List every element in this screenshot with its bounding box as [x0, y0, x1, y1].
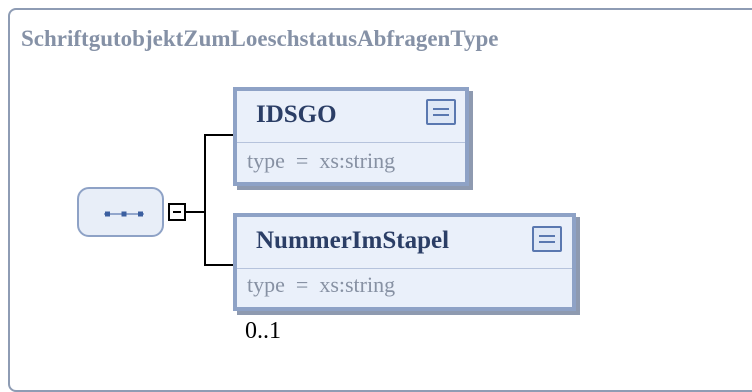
- cardinality-label: 0..1: [245, 318, 281, 344]
- type-label: type: [247, 272, 285, 297]
- element-type: type = xs:string: [247, 272, 395, 298]
- element-idsgo[interactable]: IDSGO type = xs:string: [233, 87, 473, 190]
- element-name: NummerImStapel: [256, 227, 450, 254]
- collapse-minus-icon[interactable]: [168, 203, 186, 221]
- connector-lines: [186, 134, 235, 266]
- documentation-icon[interactable]: [426, 99, 456, 125]
- type-value: xs:string: [319, 272, 396, 297]
- element-nummerimstapel[interactable]: NummerImStapel type = xs:string: [233, 213, 580, 315]
- type-label: type: [247, 148, 285, 173]
- complex-type-title: SchriftgutobjektZumLoeschstatusAbfragenT…: [21, 26, 499, 51]
- type-value: xs:string: [319, 148, 396, 173]
- type-eq: =: [295, 272, 309, 297]
- type-eq: =: [295, 148, 309, 173]
- element-type: type = xs:string: [247, 148, 395, 174]
- documentation-icon[interactable]: [532, 226, 562, 252]
- element-name: IDSGO: [256, 101, 337, 128]
- sequence-compositor[interactable]: [77, 187, 164, 237]
- sequence-compositor-icon: [104, 211, 144, 217]
